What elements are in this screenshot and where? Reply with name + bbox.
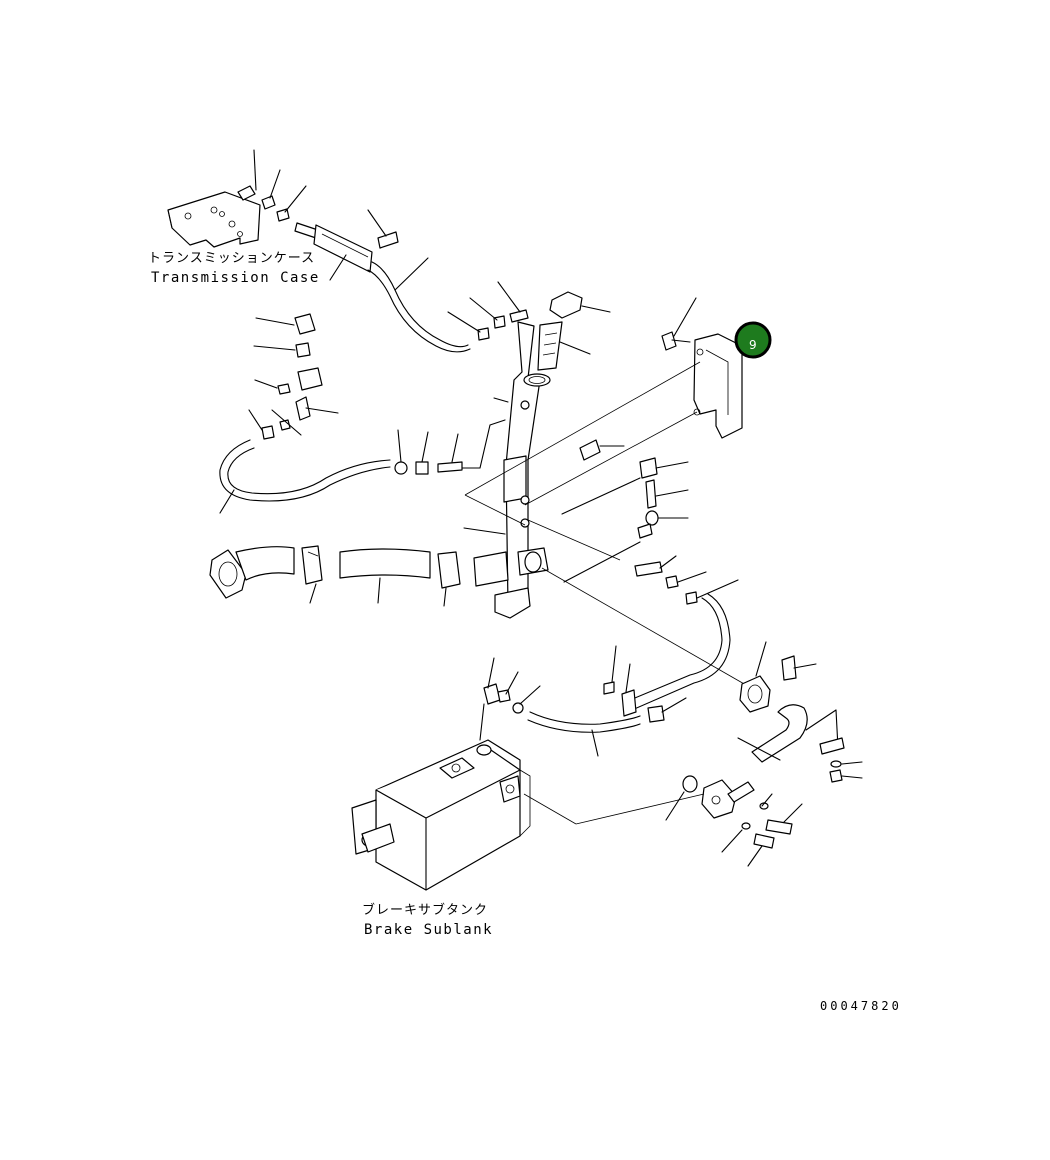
clamp-elbow (737, 641, 863, 783)
transmission-case-label-jp: トランスミッションケース (148, 251, 315, 266)
right-fittings (561, 439, 739, 605)
filler-pipe (463, 321, 551, 619)
filler-cap (549, 291, 611, 319)
transmission-pipe (294, 209, 471, 353)
flange (523, 775, 803, 867)
callout-number: 9 (749, 338, 757, 352)
assembly-lines (464, 361, 747, 686)
callout-circle (734, 321, 772, 359)
left-small-parts (248, 313, 339, 440)
drawing-code: 00047820 (820, 999, 902, 1013)
middle-fittings (394, 419, 506, 475)
mounting-bracket (661, 297, 743, 439)
callout-badge-9[interactable]: 9 (734, 321, 772, 359)
bracket-fittings (237, 149, 307, 222)
brake-subtank (351, 657, 641, 891)
strainer (537, 321, 591, 371)
brake-subtank-label-en: Brake Sublank (364, 922, 493, 938)
right-hose (603, 593, 731, 723)
left-hose (219, 439, 391, 514)
lower-tube-assembly (209, 545, 509, 607)
transmission-case-label-en: Transmission Case (151, 270, 320, 286)
brake-subtank-label-jp: ブレーキサブタンク (362, 902, 488, 918)
top-pipe-fittings (447, 281, 529, 341)
transmission-case-bracket (167, 191, 261, 248)
